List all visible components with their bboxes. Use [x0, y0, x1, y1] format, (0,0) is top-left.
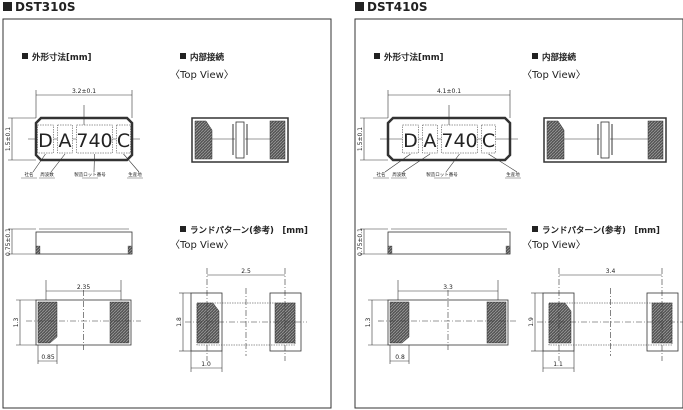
- line: [402, 153, 431, 173]
- crystal-symbol: [235, 121, 245, 159]
- dim-land-width: 1.1: [553, 361, 563, 368]
- marking-box: [441, 124, 478, 154]
- marking-char: A: [424, 130, 437, 152]
- dim-pad-pitch: 2.35: [77, 284, 91, 291]
- land-pattern-heading: ランドパターン(参考) [mm]: [542, 225, 660, 236]
- heading-square-icon: [180, 226, 186, 232]
- terminal-pad: [647, 120, 664, 160]
- marking-box: [37, 124, 54, 154]
- line: [488, 153, 518, 173]
- dim-length: 3.2±0.1: [72, 88, 96, 95]
- line: [445, 153, 460, 173]
- marking-label: 社名: [25, 171, 34, 178]
- heading-square-icon: [180, 53, 186, 59]
- dim-land-width: 1.0: [201, 361, 211, 368]
- top-view-label: 〈Top View〉: [522, 69, 586, 81]
- pad-overlay: [196, 302, 220, 344]
- heading-square-icon: [22, 53, 28, 59]
- dim-pad-width: 0.8: [395, 354, 405, 361]
- terminal-pad: [194, 120, 213, 160]
- dim-land-pitch: 2.5: [241, 268, 251, 275]
- heading-square-icon: [374, 53, 380, 59]
- top-view-label: 〈Top View〉: [170, 69, 234, 81]
- line: [50, 153, 66, 173]
- panel-dst410s: DST410S 外形寸法[mm] 内部接続〈Top View〉 4.1±0.1 1.5±…: [354, 0, 683, 409]
- panel-frame: [354, 18, 683, 409]
- side-terminal: [505, 245, 511, 255]
- marking-label: 生産地: [506, 171, 520, 178]
- marking-label: 製造ロット番号: [426, 171, 458, 178]
- package-side-view: [387, 231, 511, 255]
- terminal-pad: [269, 120, 286, 160]
- marking-box: [402, 124, 419, 154]
- marking-box: [422, 124, 438, 154]
- marking-char: D: [403, 130, 418, 152]
- marking-char: C: [482, 130, 495, 152]
- dim-pad-width: 0.85: [41, 354, 55, 361]
- side-terminal: [127, 245, 133, 255]
- pad-overlay: [548, 302, 572, 344]
- dim-height: 0.75±0.1: [5, 228, 12, 256]
- marking-label: 製造ロット番号: [74, 171, 106, 178]
- package-side-view: [35, 231, 133, 255]
- dim-length: 4.1±0.1: [437, 88, 461, 95]
- dim-pad-pitch: 3.3: [443, 284, 453, 291]
- marking-box: [481, 124, 496, 154]
- heading-square-icon: [532, 53, 538, 59]
- marking-label: 社名: [377, 171, 386, 178]
- panel-title: DST410S: [367, 0, 427, 14]
- bottom-pad: [486, 301, 507, 344]
- marking-label: 周波数: [40, 171, 54, 178]
- land-top-view-label: 〈Top View〉: [522, 239, 586, 251]
- line: [384, 153, 411, 173]
- connection-heading: 内部接続: [190, 52, 225, 63]
- marking-char: C: [117, 130, 130, 152]
- line: [123, 153, 140, 173]
- marking-box: [76, 124, 113, 154]
- title-square-icon: [355, 2, 364, 11]
- outline-heading: 外形寸法[mm]: [31, 52, 92, 63]
- marking-char: 740: [441, 130, 477, 152]
- marking-label: 生産地: [128, 171, 142, 178]
- marking-label: 周波数: [392, 171, 406, 178]
- side-terminal: [387, 245, 393, 255]
- marking-box: [57, 124, 73, 154]
- line: [93, 153, 95, 173]
- connection-heading: 内部接続: [542, 52, 577, 63]
- marking-char: A: [59, 130, 72, 152]
- dim-width: 1.5±0.1: [357, 127, 364, 151]
- land-top-view-label: 〈Top View〉: [170, 239, 234, 251]
- outline-heading: 外形寸法[mm]: [383, 52, 444, 63]
- heading-square-icon: [532, 226, 538, 232]
- marking-box: [116, 124, 131, 154]
- side-terminal: [35, 245, 41, 255]
- dim-width: 1.5±0.1: [5, 127, 12, 151]
- dim-height: 0.75±0.1: [357, 228, 364, 256]
- bottom-pad: [37, 301, 58, 344]
- dim-land-height: 1.9: [528, 317, 535, 327]
- land-pattern-heading: ランドパターン(参考) [mm]: [190, 225, 308, 236]
- bottom-pad: [109, 301, 130, 344]
- panel-title: DST310S: [15, 0, 75, 14]
- bottom-pad: [389, 301, 410, 344]
- crystal-symbol: [600, 121, 610, 159]
- marking-char: 740: [76, 130, 112, 152]
- line: [32, 153, 46, 173]
- dim-land-height: 1.8: [176, 317, 183, 327]
- terminal-pad: [546, 120, 565, 160]
- title-square-icon: [3, 2, 12, 11]
- dim-body-width: 1.3: [13, 318, 20, 328]
- panel-frame: [2, 18, 332, 409]
- panel-dst310s: DST310S 外形寸法[mm] 内部接続〈Top View〉 3.2±0.1 1.5±…: [2, 0, 332, 409]
- marking-char: D: [38, 130, 53, 152]
- dim-body-width: 1.3: [365, 318, 372, 328]
- dim-land-pitch: 3.4: [606, 268, 616, 275]
